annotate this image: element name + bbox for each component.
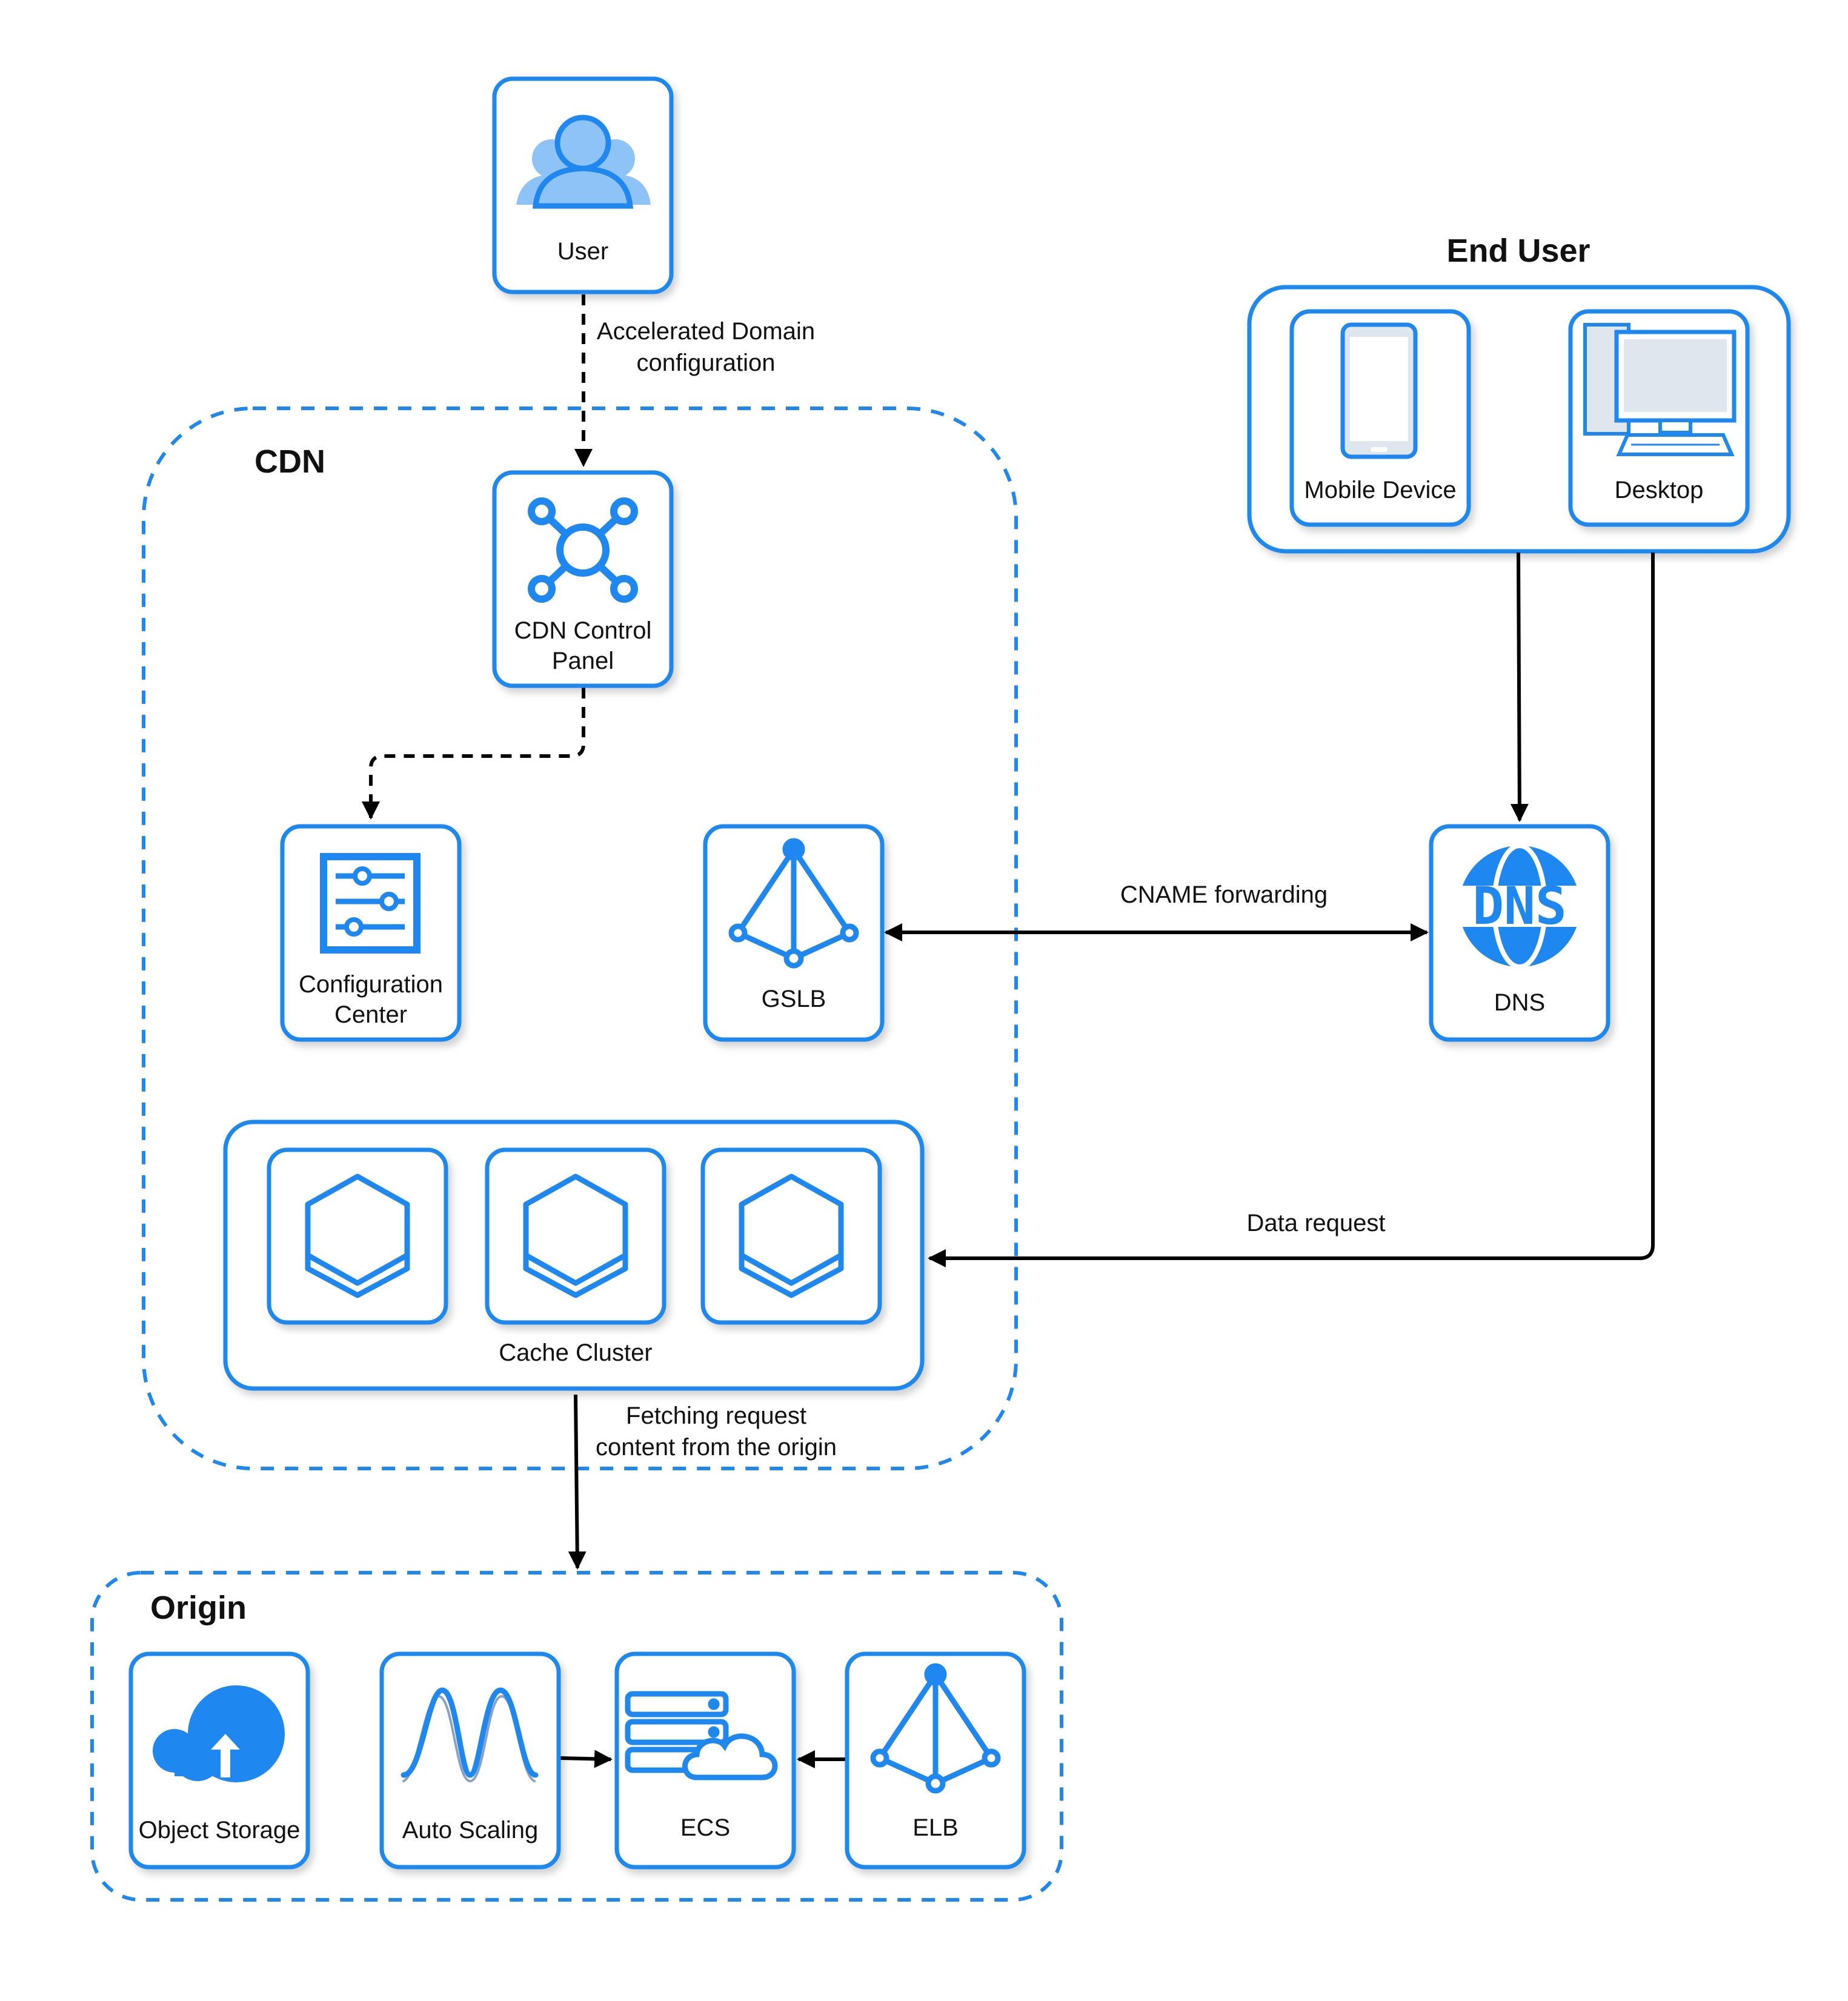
configuration-center-label-2: Center (334, 1001, 407, 1028)
elb-node[interactable]: ELB (845, 1651, 1026, 1870)
origin-region (90, 1571, 1063, 1902)
user-label: User (557, 238, 608, 265)
cache-cluster-node[interactable]: Cache Cluster (223, 1120, 925, 1391)
dns-globe-icon: DNS (1449, 843, 1590, 969)
mobile-device-node[interactable]: Mobile Device (1289, 309, 1471, 527)
cache-node-3 (700, 1147, 882, 1325)
mobile-device-label: Mobile Device (1304, 477, 1456, 503)
data-request-arrow (928, 553, 1655, 1267)
users-icon (516, 114, 651, 209)
auto-scaling-label: Auto Scaling (402, 1817, 539, 1843)
network-hub-icon (528, 497, 638, 603)
gslb-label: GSLB (762, 986, 826, 1012)
dns-icon-text: DNS (1472, 876, 1566, 937)
ecs-label: ECS (680, 1814, 730, 1841)
cdn-control-panel-label-1: CDN Control (514, 617, 652, 644)
load-balancer-icon (870, 1663, 1001, 1794)
cdn-control-panel-node[interactable]: CDN Control Panel (492, 470, 674, 688)
user-node[interactable]: User (492, 76, 674, 294)
gslb-node[interactable]: GSLB (703, 824, 885, 1042)
cache-node-icon (305, 1173, 410, 1298)
cdn-control-panel-label-2: Panel (552, 648, 614, 674)
configuration-center-node[interactable]: Configuration Center (280, 824, 462, 1042)
cache-node-2 (485, 1147, 666, 1325)
object-storage-node[interactable]: Object Storage (128, 1651, 310, 1870)
enduser-to-dns-arrow (1510, 552, 1529, 822)
load-balancer-icon (728, 838, 859, 969)
desktop-node[interactable]: Desktop (1568, 309, 1750, 527)
ecs-node[interactable]: ECS (614, 1651, 796, 1870)
dns-label: DNS (1494, 989, 1545, 1016)
elb-label: ELB (912, 1814, 959, 1841)
fetching-origin-arrow (568, 1394, 587, 1570)
configuration-center-label-1: Configuration (299, 971, 443, 998)
desktop-label: Desktop (1615, 477, 1704, 503)
sliders-icon (320, 853, 420, 954)
accelerated-domain-label-2: configuration (636, 350, 775, 376)
dns-node[interactable]: DNS DNS (1429, 824, 1610, 1042)
data-request-label: Data request (1246, 1210, 1385, 1236)
fetching-origin-label-2: content from the origin (596, 1434, 837, 1461)
desktop-computer-icon (1583, 323, 1737, 456)
accelerated-domain-label-1: Accelerated Domain (597, 318, 815, 345)
server-cloud-icon (625, 1691, 778, 1780)
cname-forwarding-label: CNAME forwarding (1120, 881, 1328, 908)
cache-cluster-label: Cache Cluster (499, 1339, 652, 1366)
cache-node-1 (267, 1147, 448, 1325)
cache-node-icon (739, 1173, 844, 1298)
origin-region-title: Origin (150, 1590, 247, 1626)
control-to-config-arrow (362, 688, 585, 820)
fetching-origin-label-1: Fetching request (626, 1402, 806, 1429)
end-user-title: End User (1446, 233, 1590, 269)
waveform-icon (401, 1687, 539, 1783)
autoscaling-to-ecs-arrow (560, 1750, 613, 1768)
smartphone-icon (1340, 322, 1418, 459)
auto-scaling-node[interactable]: Auto Scaling (379, 1651, 561, 1870)
object-storage-label: Object Storage (139, 1817, 301, 1843)
cache-node-icon (523, 1173, 628, 1298)
cloud-upload-icon (153, 1685, 285, 1782)
cdn-region-title: CDN (254, 443, 325, 480)
